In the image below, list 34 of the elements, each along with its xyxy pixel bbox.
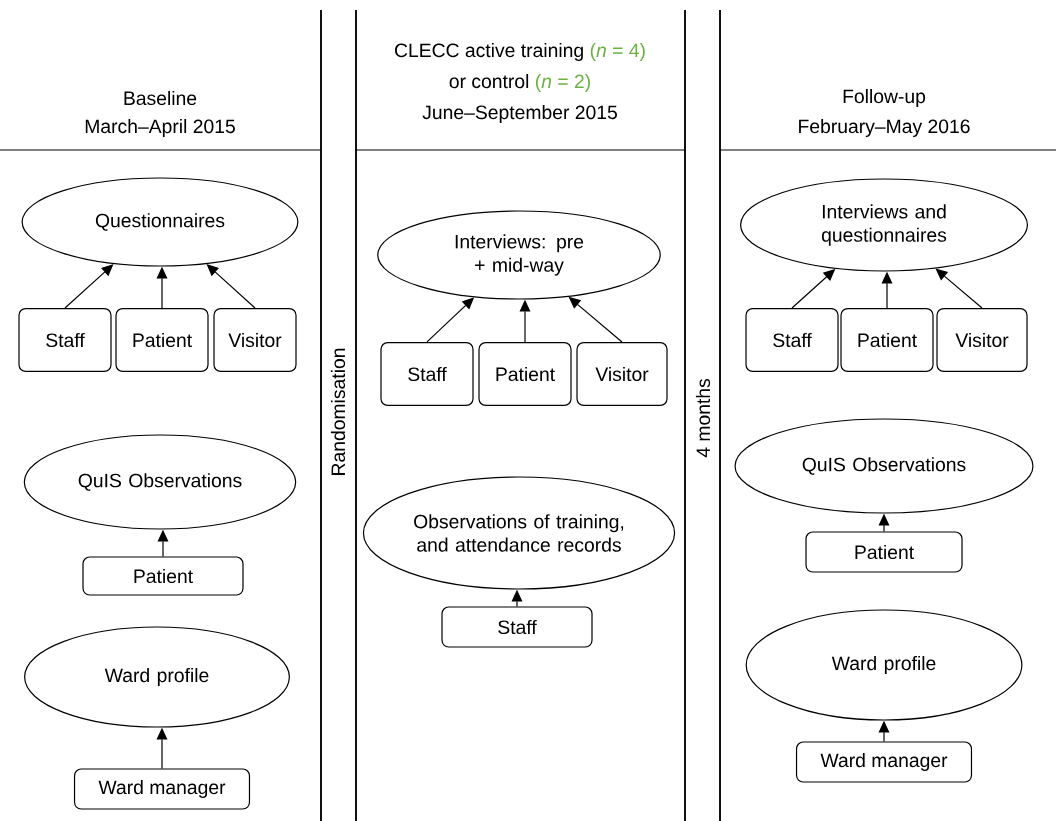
source-box: Ward manager bbox=[795, 741, 973, 783]
arrow bbox=[935, 268, 983, 309]
ellipse-node: Interviews and questionnaires bbox=[740, 178, 1028, 272]
arrow bbox=[64, 264, 114, 309]
ellipse-node: Observations of training, and attendance records bbox=[362, 476, 676, 590]
ellipse-node: QuIS Observations bbox=[734, 418, 1034, 514]
ellipse-node: Interviews: pre + mid-way bbox=[377, 210, 661, 300]
column-heading: June–September 2015 bbox=[422, 105, 617, 123]
source-box: Patient bbox=[115, 307, 209, 373]
source-box: Patient bbox=[805, 531, 963, 573]
column-heading: or control (n = 2) bbox=[449, 74, 590, 92]
source-box: Staff bbox=[18, 307, 112, 373]
source-box: Staff bbox=[745, 307, 839, 373]
source-box: Visitor bbox=[576, 341, 668, 407]
phase-label: Randomisation bbox=[330, 348, 346, 475]
ellipse-node: Ward profile bbox=[24, 626, 290, 728]
source-box: Staff bbox=[380, 341, 474, 407]
source-box: Visitor bbox=[936, 307, 1028, 373]
source-box: Visitor bbox=[213, 307, 297, 373]
ellipse-node: Questionnaires bbox=[21, 177, 299, 267]
source-box: Staff bbox=[441, 606, 593, 648]
arrow bbox=[206, 264, 256, 309]
column-heading: February–May 2016 bbox=[799, 119, 970, 137]
ellipse-node: QuIS Observations bbox=[23, 434, 297, 530]
ellipse-node: Ward profile bbox=[745, 609, 1023, 721]
column-heading: Follow-up bbox=[843, 89, 926, 107]
source-box: Patient bbox=[478, 341, 572, 407]
source-box: Patient bbox=[82, 556, 244, 596]
column-heading: CLECC active training (n = 4) bbox=[395, 43, 645, 61]
column-heading: March–April 2015 bbox=[85, 119, 235, 137]
interval-label: 4 months bbox=[695, 378, 711, 458]
source-box: Ward manager bbox=[73, 768, 251, 810]
column-heading: Baseline bbox=[124, 90, 197, 106]
source-box: Patient bbox=[840, 307, 934, 373]
